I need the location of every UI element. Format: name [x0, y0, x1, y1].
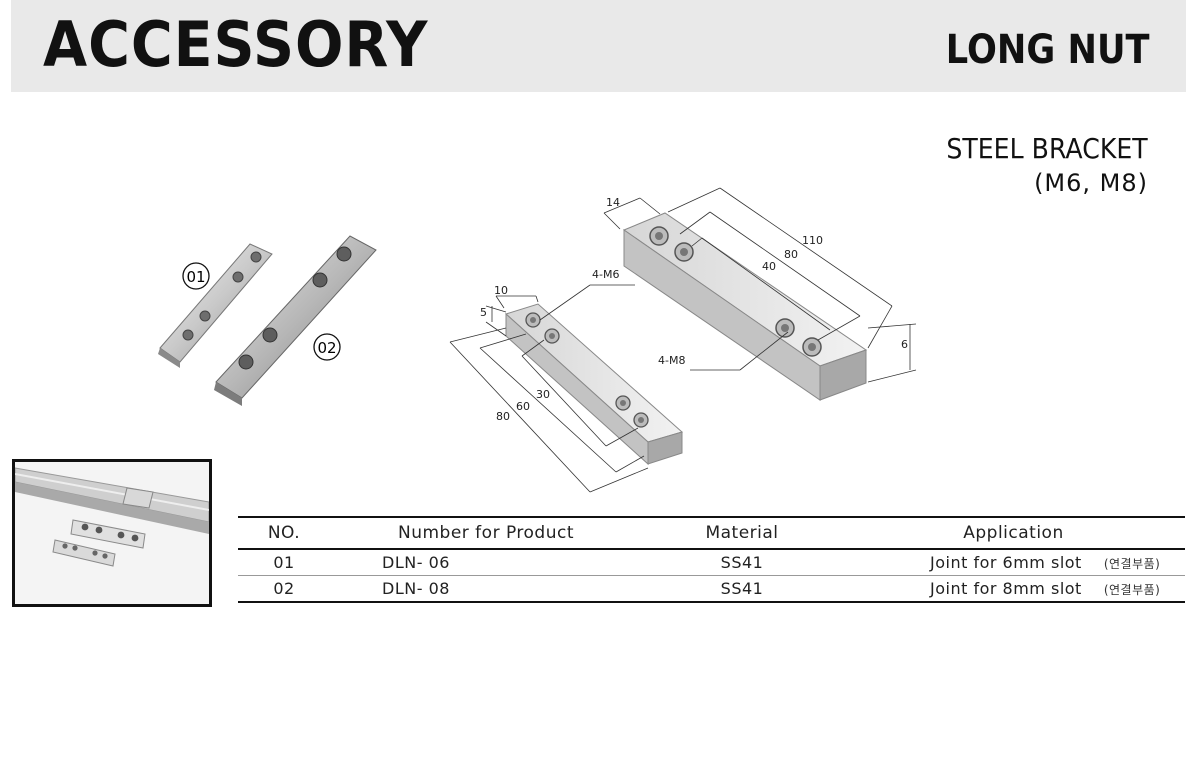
application-text: Joint for 8mm slot	[930, 579, 1082, 598]
application-note: (연결부품)	[1103, 557, 1161, 571]
cell-application: Joint for 6mm slot (연결부품)	[842, 549, 1185, 576]
dim-14: 14	[606, 196, 620, 209]
cell-product: DLN- 06	[382, 553, 450, 572]
bracket-m6	[505, 303, 684, 466]
technical-drawing: 14 110 80 40 6 4-M8 4-M6 10 5 30 60 80	[449, 187, 917, 493]
cell-application: Joint for 8mm slot (연결부품)	[842, 576, 1185, 603]
col-header-material: Material	[705, 523, 779, 543]
cell-material: SS41	[720, 553, 764, 572]
spec-title: STEEL BRACKET	[946, 132, 1148, 165]
dim-10: 10	[494, 284, 508, 297]
dim-60: 60	[516, 400, 530, 413]
part-label-02: 02	[317, 339, 336, 357]
dim-80-bottom: 80	[496, 410, 510, 423]
cell-material: SS41	[720, 579, 764, 598]
long-nut-01	[158, 243, 273, 368]
long-nut-02	[214, 235, 377, 406]
application-text: Joint for 6mm slot	[930, 553, 1082, 572]
bracket-m8	[622, 212, 868, 401]
dim-110: 110	[802, 234, 823, 247]
label-circle-02	[313, 333, 341, 361]
label-circle-01	[182, 262, 210, 290]
col-header-application: Application	[963, 523, 1064, 543]
dim-5: 5	[480, 306, 487, 319]
dimension-lines	[449, 187, 917, 493]
assembly-photo-art	[15, 462, 209, 604]
page-title: ACCESSORY	[43, 8, 429, 81]
dim-30: 30	[536, 388, 550, 401]
note-4-m6: 4-M6	[592, 268, 619, 281]
cell-no: 01	[273, 553, 295, 572]
cell-no: 02	[273, 579, 295, 598]
assembly-photo	[12, 459, 212, 607]
col-header-no: NO.	[267, 523, 301, 543]
product-photo-long-nuts: 01 02	[158, 235, 377, 406]
application-note: (연결부품)	[1103, 583, 1161, 597]
note-4-m8: 4-M8	[658, 354, 685, 367]
table-row: 01 DLN- 06 SS41 Joint for 6mm slot (연결부품)	[238, 549, 1185, 576]
page-subtitle: LONG NUT	[946, 27, 1150, 73]
dim-80-top: 80	[784, 248, 798, 261]
table-row: 02 DLN- 08 SS41 Joint for 8mm slot (연결부품)	[238, 576, 1185, 603]
col-header-product: Number for Product	[397, 523, 575, 543]
cell-product: DLN- 08	[382, 579, 450, 598]
header-band: ACCESSORY LONG NUT	[11, 0, 1186, 92]
spec-subtitle: (M6, M8)	[1034, 169, 1148, 197]
dim-6: 6	[901, 338, 908, 351]
dim-40: 40	[762, 260, 776, 273]
part-label-01: 01	[186, 268, 205, 286]
spec-table: NO. Number for Product Material Applicat…	[238, 516, 1185, 603]
table-header-row: NO. Number for Product Material Applicat…	[238, 517, 1185, 549]
